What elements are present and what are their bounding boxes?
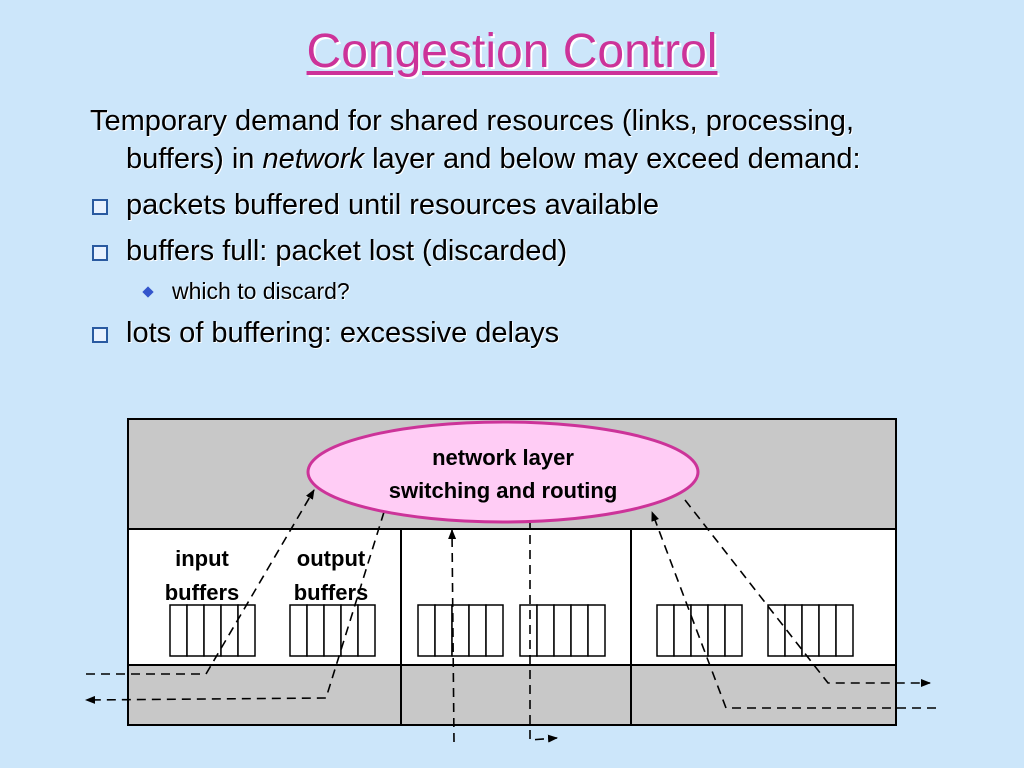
output-buffers-label-line2: buffers [294, 580, 369, 605]
ellipse-label-line1: network layer [432, 445, 574, 470]
bullet-item: lots of buffering: excessive delays [90, 314, 950, 352]
output-buffers-label-line1: output [297, 546, 366, 571]
input-buffers-label-line2: buffers [165, 580, 240, 605]
input-buffer-queue [656, 604, 743, 657]
intro-paragraph: Temporary demand for shared resources (l… [90, 102, 950, 178]
packet-path-arrow [448, 529, 457, 743]
intro-emphasis: network [262, 143, 365, 175]
input-buffer-queue [417, 604, 504, 657]
slide-title: Congestion Control [306, 25, 718, 78]
bullet-text: packets buffered until resources availab… [126, 189, 660, 221]
sub-bullet-item: which to discard? [90, 276, 950, 306]
ellipse-label-line2: switching and routing [389, 478, 618, 503]
square-bullet-icon [92, 245, 108, 261]
packet-path-arrow [651, 511, 936, 709]
switching-fabric-ellipse [306, 420, 700, 524]
bullet-item: buffers full: packet lost (discarded) [90, 232, 950, 270]
intro-text-post: layer and below may exceed demand: [364, 143, 861, 175]
output-buffer-queue [519, 604, 606, 657]
bullet-text: lots of buffering: excessive delays [126, 317, 560, 349]
sub-bullet-text: which to discard? [172, 278, 350, 304]
output-buffer-queue [767, 604, 854, 657]
intro-text-pre: Temporary demand for shared resources (l… [90, 105, 854, 175]
slide-body: Temporary demand for shared resources (l… [90, 102, 950, 352]
input-buffer-queue [169, 604, 256, 657]
packet-path-arrow [85, 511, 385, 704]
packet-path-arrow [86, 489, 315, 675]
square-bullet-icon [92, 327, 108, 343]
output-buffer-queue [289, 604, 376, 657]
packet-path-arrow [684, 499, 931, 687]
input-buffers-label-line1: input [175, 546, 229, 571]
bullet-text: buffers full: packet lost (discarded) [126, 235, 568, 267]
square-bullet-icon [92, 199, 108, 215]
bullet-item: packets buffered until resources availab… [90, 186, 950, 224]
